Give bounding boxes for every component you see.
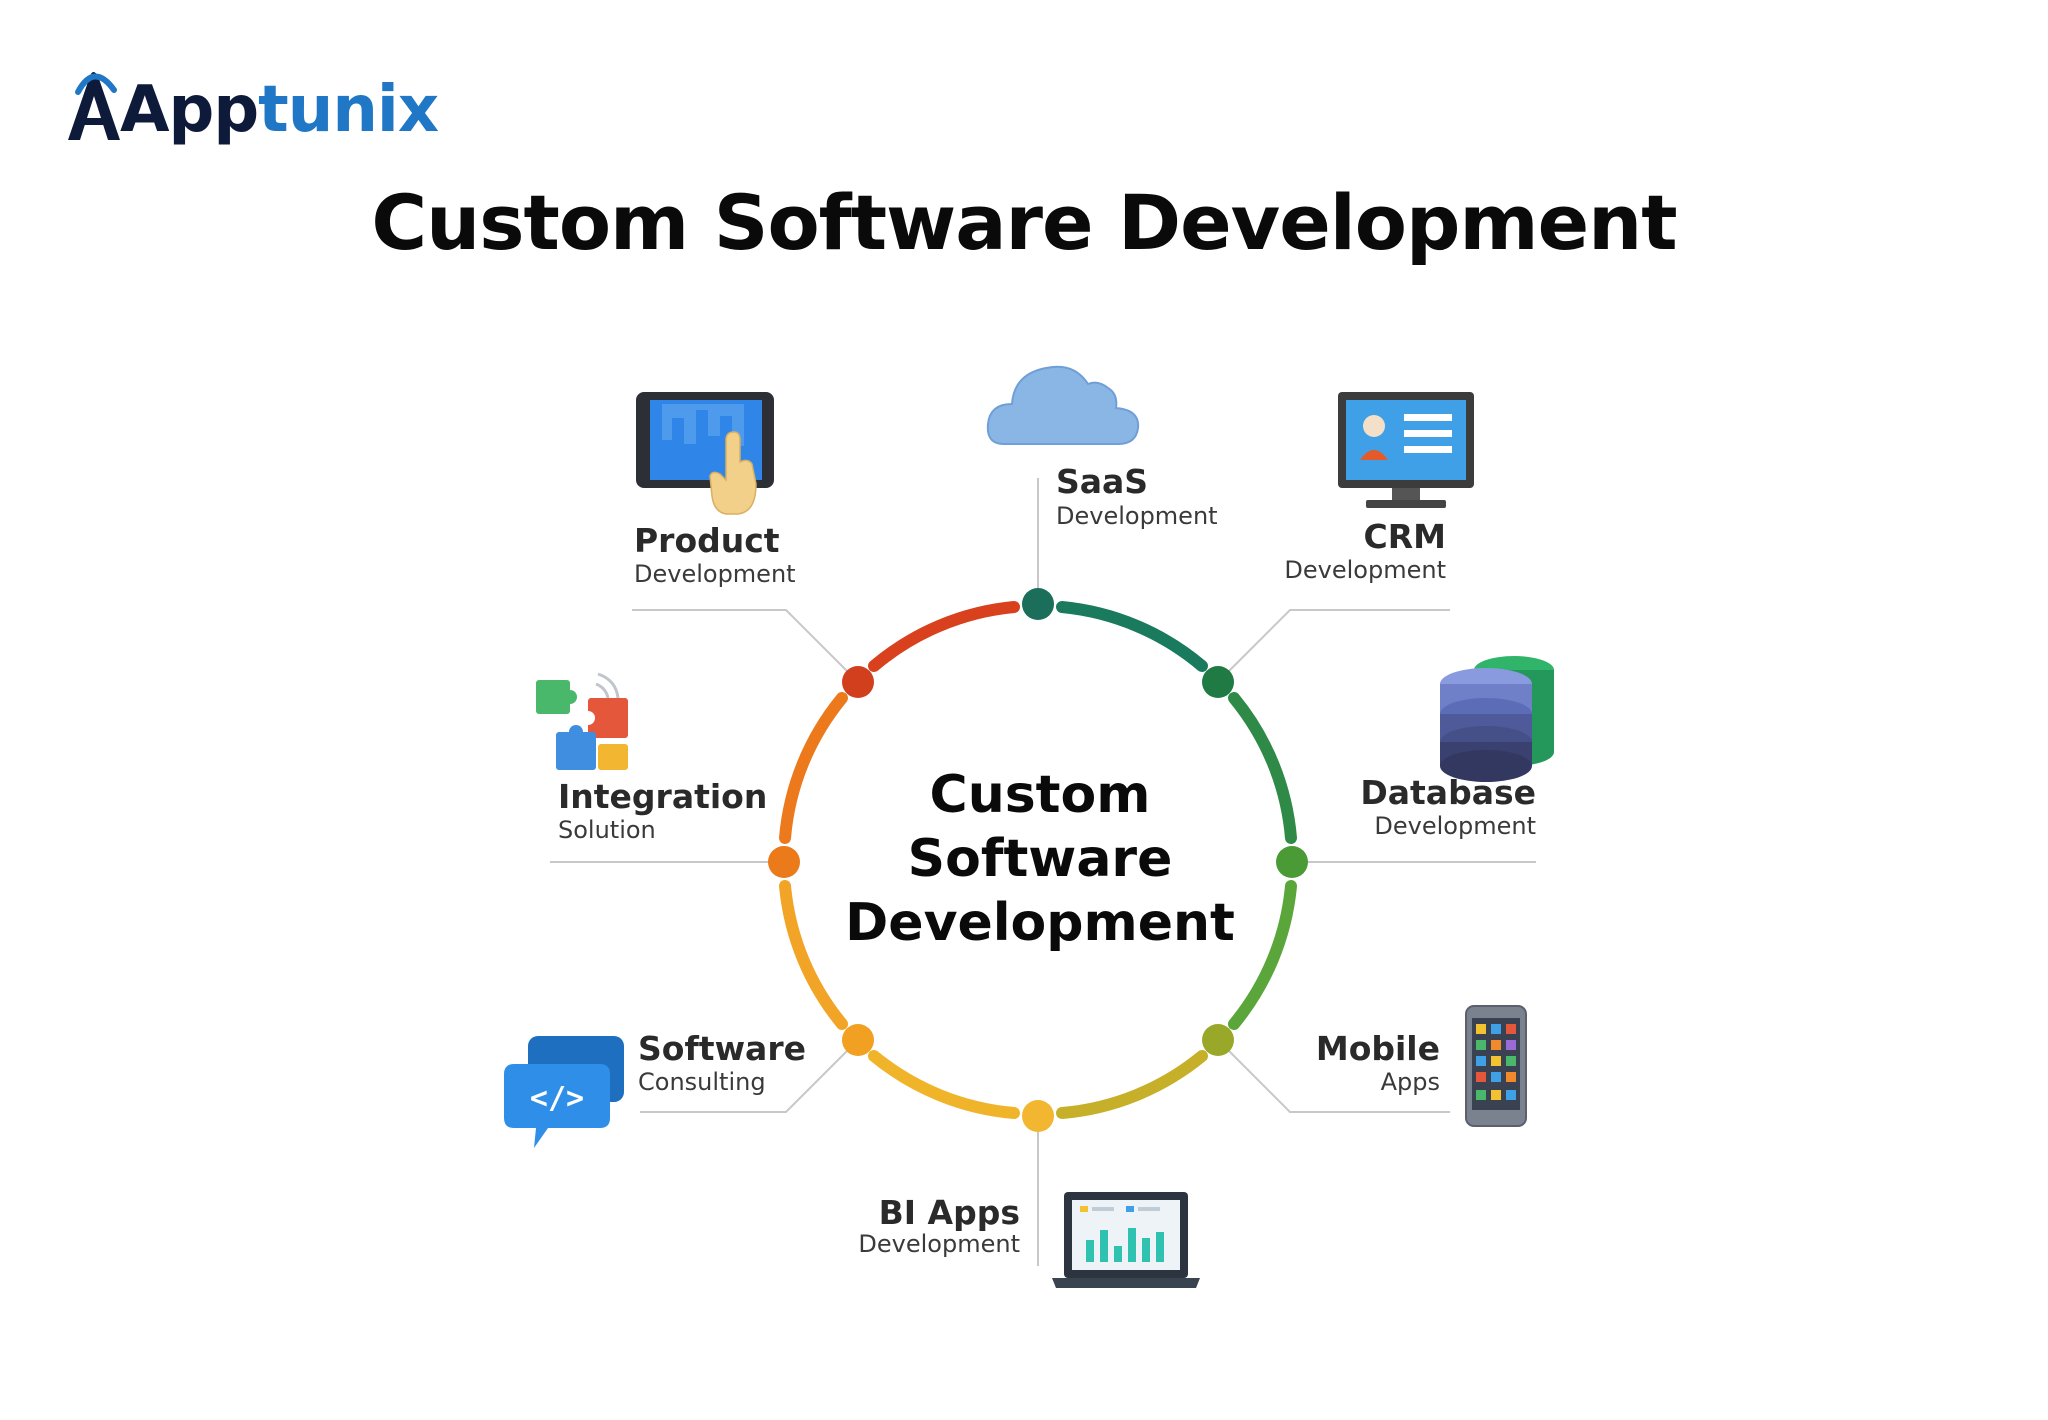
item-crm-subtitle: Development — [1284, 556, 1446, 584]
item-bi-apps-title: BI Apps — [879, 1193, 1020, 1232]
item-bi-apps-subtitle: Development — [858, 1230, 1020, 1258]
item-software: </> Software Consulting — [504, 1029, 806, 1148]
node-database — [1276, 846, 1308, 878]
node-mobile — [1202, 1024, 1234, 1056]
center-line-2: Software — [908, 829, 1173, 889]
code-chat-icon: </> — [504, 1036, 624, 1148]
puzzle-icon — [536, 672, 628, 770]
item-saas: SaaS Development — [986, 365, 1218, 530]
center-line-1: Custom — [930, 765, 1151, 825]
connector-mobile — [1217, 1039, 1450, 1113]
item-saas-subtitle: Development — [1056, 502, 1218, 530]
ring-arc-2 — [1228, 692, 1297, 844]
ring-nodes — [768, 588, 1308, 1132]
item-database: Database Development — [1360, 656, 1554, 840]
brand-name-light: tunix — [258, 73, 439, 147]
ring-arc-6 — [779, 880, 848, 1030]
cloud-icon — [986, 365, 1140, 445]
node-integration — [768, 846, 800, 878]
monitor-profile-icon — [1338, 392, 1474, 508]
ring-arc-3 — [1228, 880, 1297, 1030]
ring-arc-7 — [779, 692, 848, 844]
node-saas — [1022, 588, 1054, 620]
brand-name-dark: App — [120, 73, 259, 147]
logo-a-mark-icon — [64, 68, 122, 142]
connector-lines — [550, 478, 1536, 1266]
item-database-subtitle: Development — [1374, 812, 1536, 840]
ring-arc-5 — [868, 1050, 1020, 1119]
item-product-title: Product — [634, 521, 780, 560]
item-mobile-subtitle: Apps — [1381, 1068, 1440, 1096]
item-bi-apps: BI Apps Development — [858, 1192, 1200, 1288]
smartphone-icon — [1465, 1005, 1527, 1127]
ring-arc-1 — [1056, 601, 1208, 672]
center-line-3: Development — [845, 893, 1235, 953]
item-integration: Integration Solution — [536, 672, 767, 844]
node-crm — [1202, 666, 1234, 698]
ring — [779, 601, 1297, 1119]
item-crm: CRM Development — [1284, 392, 1474, 584]
brand-wordmark: Apptunix — [120, 78, 439, 142]
connector-crm — [1217, 609, 1450, 683]
node-product — [842, 666, 874, 698]
item-product-subtitle: Development — [634, 560, 796, 588]
item-software-subtitle: Consulting — [638, 1068, 766, 1096]
svg-text:</>: </> — [530, 1081, 584, 1116]
item-database-title: Database — [1360, 773, 1536, 812]
ring-arc-4 — [1056, 1050, 1208, 1119]
node-software — [842, 1024, 874, 1056]
brand-logo: Apptunix — [64, 68, 439, 142]
node-bi-apps — [1022, 1100, 1054, 1132]
tablet-touch-icon — [636, 392, 774, 515]
ring-arc-8 — [868, 601, 1020, 672]
item-saas-title: SaaS — [1056, 462, 1148, 501]
item-integration-title: Integration — [558, 777, 767, 816]
item-mobile-title: Mobile — [1316, 1029, 1440, 1068]
item-mobile: Mobile Apps — [1316, 1005, 1527, 1127]
page-title: Custom Software Development — [371, 178, 1677, 267]
laptop-chart-icon — [1052, 1192, 1200, 1288]
item-crm-title: CRM — [1364, 517, 1446, 556]
item-product: Product Development — [634, 392, 796, 588]
item-software-title: Software — [638, 1029, 806, 1068]
connector-software — [640, 1039, 859, 1113]
item-integration-subtitle: Solution — [558, 816, 656, 844]
connector-product — [632, 609, 859, 683]
database-icon — [1440, 656, 1554, 782]
